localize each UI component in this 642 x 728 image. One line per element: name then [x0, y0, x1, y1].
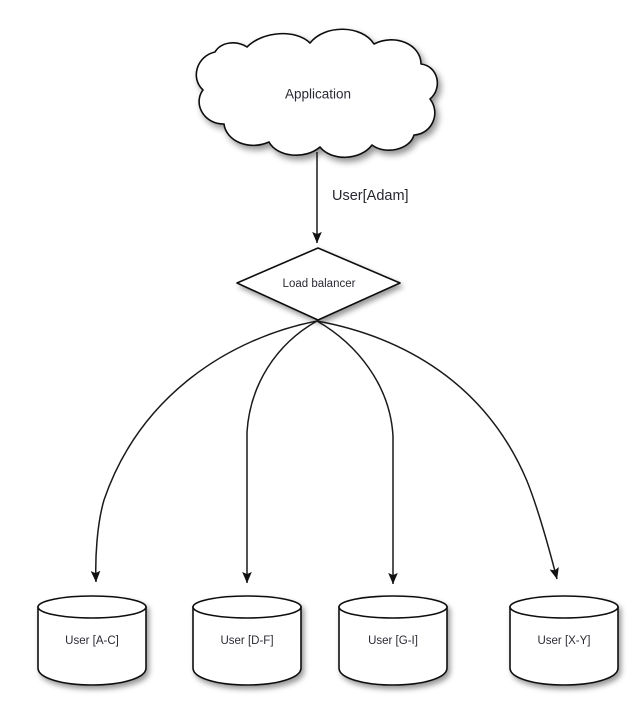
load-balancer-label: Load balancer	[283, 278, 356, 290]
node-shard-ac[interactable]: User [A-C]	[37, 595, 147, 686]
diamond-shape	[236, 247, 401, 321]
edge-lb-to-shard-ac	[90, 320, 318, 583]
node-application[interactable]: Application	[195, 28, 439, 158]
shard-df-shape	[192, 595, 302, 686]
cloud-shape	[195, 28, 439, 158]
edge-app-to-load-balancer: User[Adam]	[312, 152, 409, 244]
node-shard-df[interactable]: User [D-F]	[192, 595, 302, 686]
node-shard-gi[interactable]: User [G-I]	[338, 595, 448, 686]
shard-ac-shape	[37, 595, 147, 686]
node-shard-xy[interactable]: User [X-Y]	[509, 595, 619, 686]
shard-xy-label: User [X-Y]	[537, 635, 590, 647]
edge-lb-to-shard-xy	[316, 320, 559, 580]
shard-xy-shape	[509, 595, 619, 686]
shard-gi-shape	[338, 595, 448, 686]
node-load-balancer[interactable]: Load balancer	[236, 247, 401, 321]
application-label: Application	[285, 87, 351, 102]
edges-load-balancer-to-shards	[90, 320, 559, 585]
edge-label-user-adam: User[Adam]	[332, 188, 409, 204]
shard-df-label: User [D-F]	[220, 635, 273, 647]
shard-ac-label: User [A-C]	[65, 635, 119, 647]
shard-gi-label: User [G-I]	[368, 635, 418, 647]
edge-lb-to-shard-df	[242, 320, 318, 584]
edge-lb-to-shard-gi	[316, 320, 398, 585]
